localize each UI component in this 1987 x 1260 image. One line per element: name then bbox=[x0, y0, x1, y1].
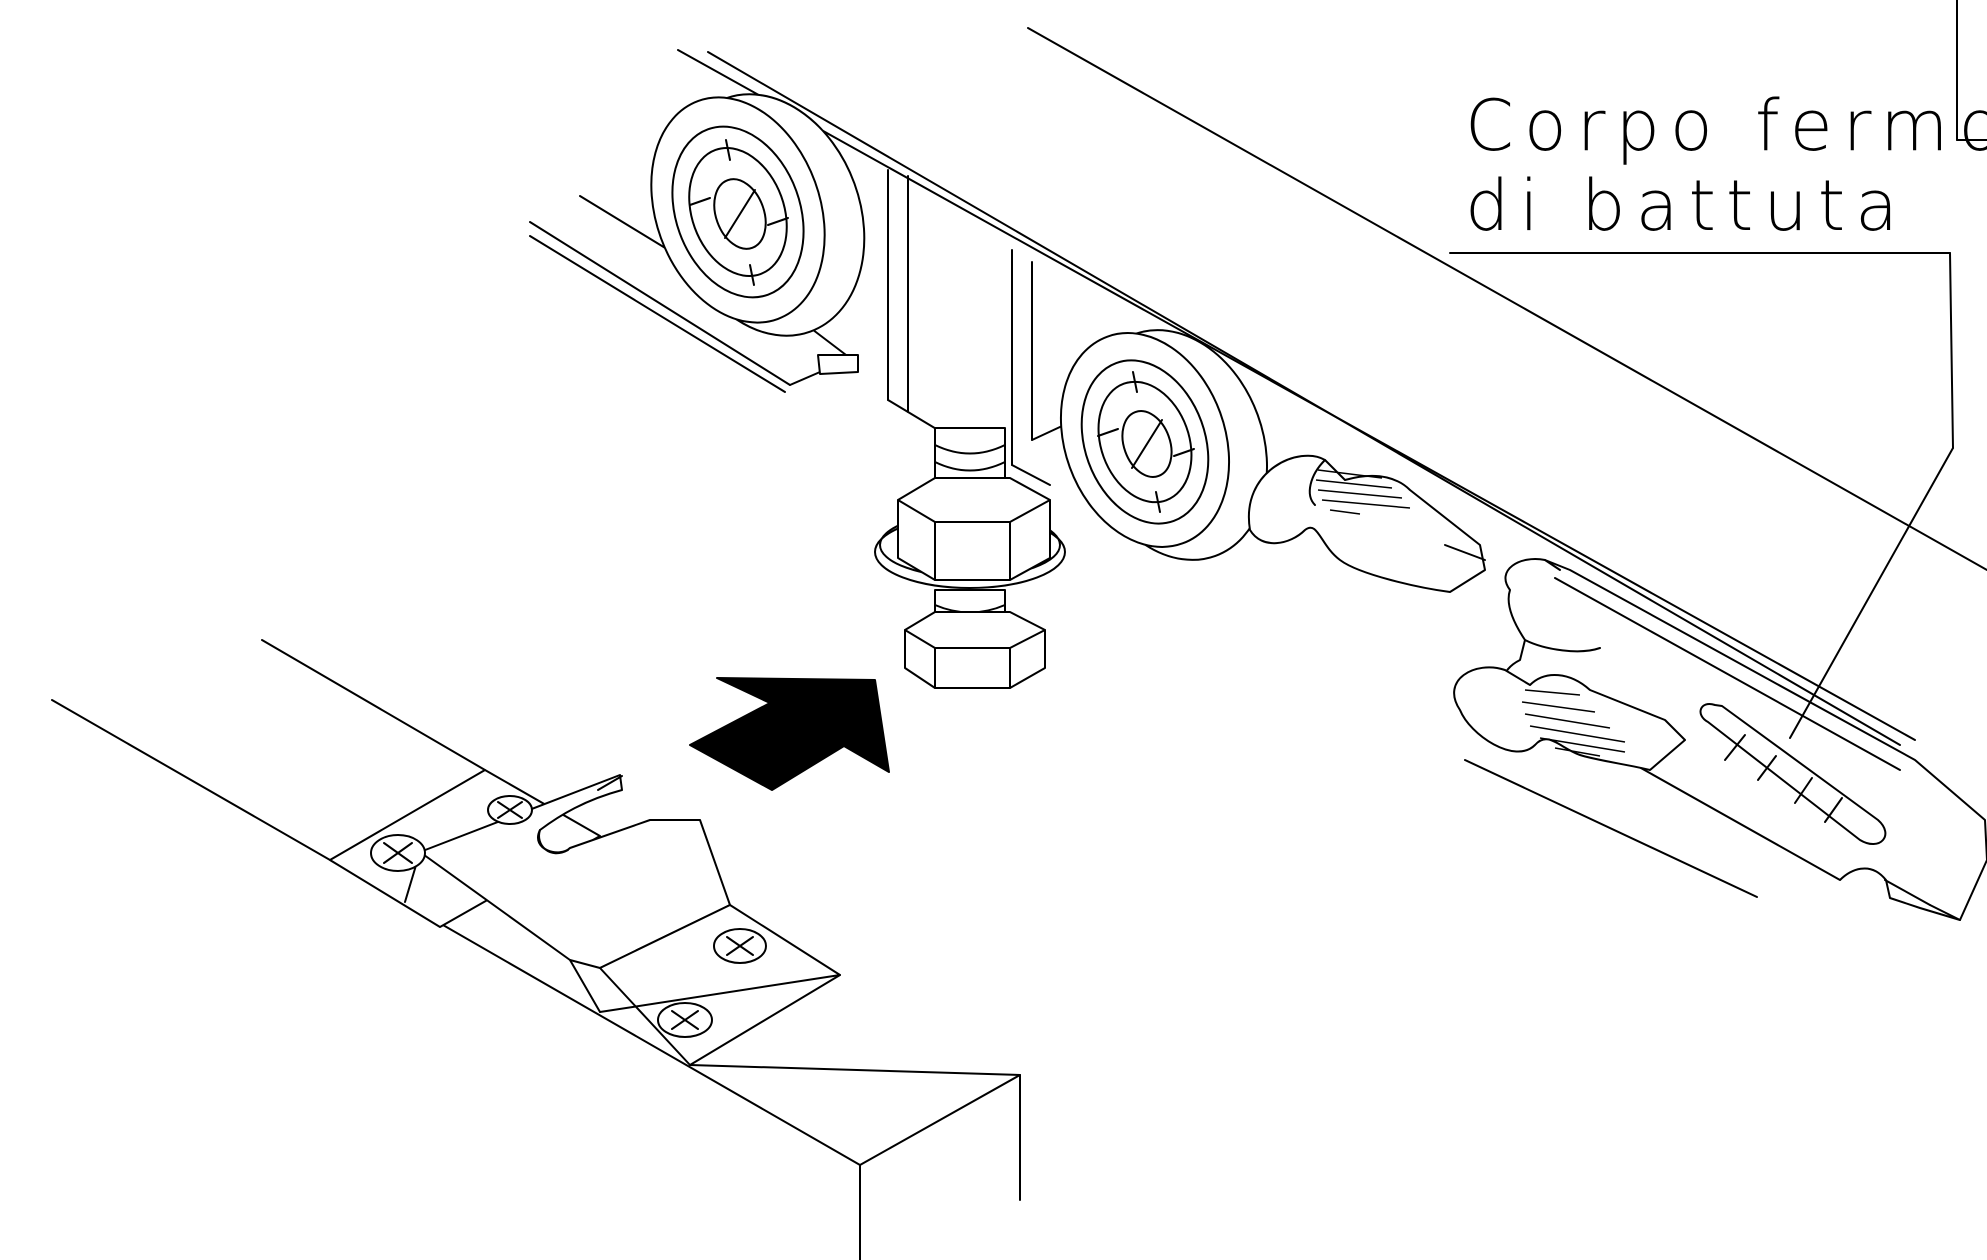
stop-body bbox=[1464, 558, 1987, 921]
adjustment-bolt bbox=[874, 427, 1066, 689]
screw-2 bbox=[487, 795, 533, 825]
screw-4 bbox=[657, 1002, 713, 1038]
screw-1 bbox=[370, 834, 426, 872]
right-roller-wheel bbox=[1059, 329, 1269, 561]
callout-leader bbox=[1449, 0, 1987, 739]
latch-cam-upper bbox=[1247, 454, 1486, 593]
insertion-direction-arrow bbox=[689, 677, 890, 791]
door-panel bbox=[51, 639, 1021, 1260]
screws bbox=[370, 795, 767, 1038]
door-guide-bracket bbox=[329, 769, 841, 1066]
left-roller-wheel bbox=[650, 93, 866, 337]
callout-label-line2: di battuta bbox=[1465, 165, 1909, 247]
carrier-body bbox=[789, 169, 1076, 486]
top-track-rail bbox=[529, 27, 1987, 746]
callout-label-line1: Corpo fermo bbox=[1465, 85, 1987, 167]
latch-cam-lower bbox=[1453, 666, 1686, 771]
screw-3 bbox=[713, 928, 767, 964]
